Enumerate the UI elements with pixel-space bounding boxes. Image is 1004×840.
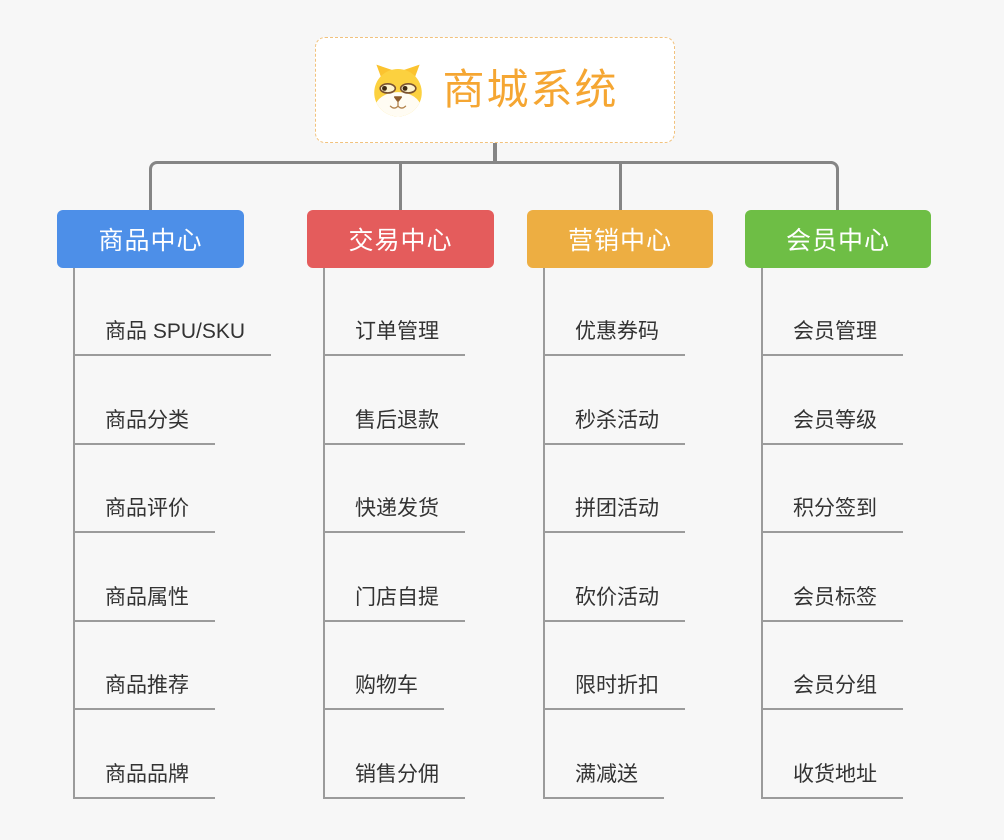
node-item-row: 秒杀活动: [543, 407, 685, 445]
node-item[interactable]: 门店自提: [323, 584, 465, 622]
branch-node-products[interactable]: 商品中心: [57, 210, 244, 268]
connector-root-stem: [493, 143, 497, 163]
node-item[interactable]: 商品分类: [73, 407, 215, 445]
node-item-row: 拼团活动: [543, 495, 685, 533]
node-item[interactable]: 商品评价: [73, 495, 215, 533]
branch-column-members: 会员管理 会员等级 积分签到 会员标签 会员分组 收货地址: [761, 268, 996, 803]
node-item-row: 商品推荐: [73, 672, 215, 710]
node-item-row: 会员管理: [761, 318, 903, 356]
node-item[interactable]: 会员等级: [761, 407, 903, 445]
node-item-row: 收货地址: [761, 761, 903, 799]
node-item[interactable]: 积分签到: [761, 495, 903, 533]
branch-label: 商品中心: [98, 227, 203, 255]
node-item-row: 商品 SPU/SKU: [73, 318, 272, 356]
node-item[interactable]: 商品推荐: [73, 672, 215, 710]
branch-node-marketing[interactable]: 营销中心: [527, 210, 713, 268]
node-item[interactable]: 商品属性: [73, 584, 215, 622]
node-item-row: 购物车: [323, 672, 444, 710]
node-item-row: 门店自提: [323, 584, 465, 622]
node-item[interactable]: 会员标签: [761, 584, 903, 622]
branch-trunk-line: [73, 268, 75, 799]
node-item[interactable]: 优惠券码: [543, 318, 685, 356]
node-item-row: 会员等级: [761, 407, 903, 445]
connector-drop-line: [399, 163, 402, 210]
node-item[interactable]: 售后退款: [323, 407, 465, 445]
root-node[interactable]: 商城系统: [315, 37, 675, 143]
node-item[interactable]: 购物车: [323, 672, 444, 710]
node-item-row: 商品评价: [73, 495, 215, 533]
node-item[interactable]: 快递发货: [323, 495, 465, 533]
node-item-row: 满减送: [543, 761, 664, 799]
connector-corner-left: [149, 161, 159, 173]
node-item-row: 商品属性: [73, 584, 215, 622]
node-item-row: 积分签到: [761, 495, 903, 533]
connector-drop-line: [836, 172, 839, 210]
node-item-row: 砍价活动: [543, 584, 685, 622]
branch-trunk-line: [323, 268, 325, 799]
node-item[interactable]: 拼团活动: [543, 495, 685, 533]
node-item[interactable]: 商品 SPU/SKU: [73, 318, 272, 356]
shiba-dog-icon: [374, 64, 423, 117]
node-item[interactable]: 限时折扣: [543, 672, 685, 710]
node-item[interactable]: 秒杀活动: [543, 407, 685, 445]
connector-drop-line: [619, 163, 622, 210]
connector-horizontal-bar: [158, 161, 832, 164]
node-item-row: 订单管理: [323, 318, 465, 356]
branch-node-members[interactable]: 会员中心: [745, 210, 931, 268]
root-title: 商城系统: [442, 66, 619, 113]
node-item-row: 销售分佣: [323, 761, 465, 799]
branch-label: 会员中心: [785, 227, 890, 255]
node-item-row: 商品品牌: [73, 761, 215, 799]
branch-column-marketing: 优惠券码 秒杀活动 拼团活动 砍价活动 限时折扣 满减送: [543, 268, 778, 803]
node-item-row: 快递发货: [323, 495, 465, 533]
node-item[interactable]: 订单管理: [323, 318, 465, 356]
branch-trunk-line: [761, 268, 763, 799]
node-item-row: 商品分类: [73, 407, 215, 445]
branch-trunk-line: [543, 268, 545, 799]
connector-corner-right: [829, 161, 839, 173]
node-item-row: 限时折扣: [543, 672, 685, 710]
node-item-row: 会员分组: [761, 672, 903, 710]
node-item-row: 会员标签: [761, 584, 903, 622]
node-item[interactable]: 销售分佣: [323, 761, 465, 799]
node-item[interactable]: 会员管理: [761, 318, 903, 356]
branch-node-trade[interactable]: 交易中心: [307, 210, 494, 268]
branch-label: 交易中心: [348, 227, 453, 255]
branch-column-trade: 订单管理 售后退款 快递发货 门店自提 购物车 销售分佣: [323, 268, 558, 803]
connector-drop-line: [149, 172, 152, 210]
branch-column-products: 商品 SPU/SKU 商品分类 商品评价 商品属性 商品推荐 商品品牌: [73, 268, 308, 803]
branch-label: 营销中心: [567, 227, 672, 255]
node-item[interactable]: 商品品牌: [73, 761, 215, 799]
node-item[interactable]: 会员分组: [761, 672, 903, 710]
node-item[interactable]: 收货地址: [761, 761, 903, 799]
node-item[interactable]: 满减送: [543, 761, 664, 799]
node-item[interactable]: 砍价活动: [543, 584, 685, 622]
node-item-row: 售后退款: [323, 407, 465, 445]
node-item-row: 优惠券码: [543, 318, 685, 356]
